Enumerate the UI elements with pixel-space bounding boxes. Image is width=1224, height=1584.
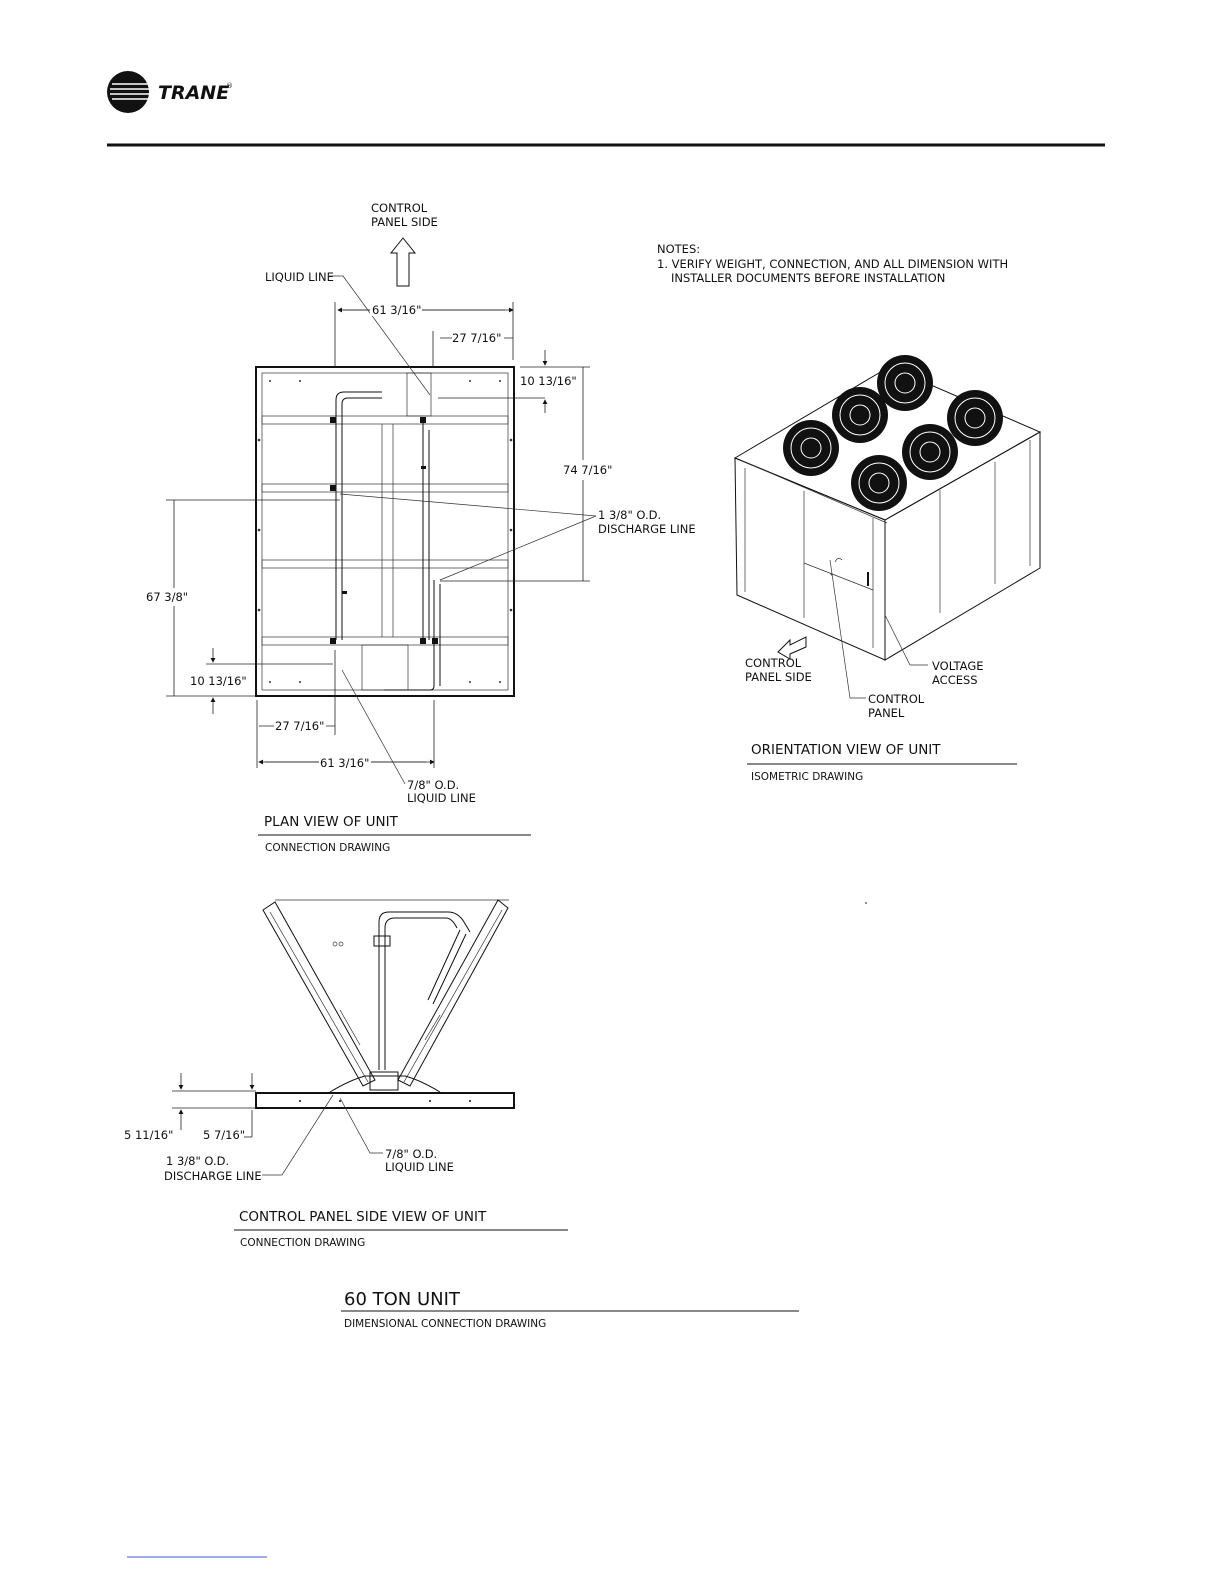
plan-dim-bottom-27: 27 7/16"	[275, 719, 324, 733]
plan-liquid-od-label-2: LIQUID LINE	[407, 791, 476, 805]
trane-logo: TRANE ®	[107, 71, 233, 113]
iso-voltage-label-2: ACCESS	[932, 673, 978, 687]
main-subtitle: DIMENSIONAL CONNECTION DRAWING	[344, 1318, 546, 1330]
up-arrow-icon	[389, 237, 417, 287]
iso-voltage-label-1: VOLTAGE	[932, 659, 984, 673]
plan-view-subtitle: CONNECTION DRAWING	[265, 842, 390, 854]
brand-mark: ®	[226, 82, 233, 90]
brand-name: TRANE	[158, 82, 229, 104]
iso-control-panel-label-1: CONTROL	[868, 692, 925, 706]
plan-dim-right-74: 74 7/16"	[563, 463, 612, 477]
iso-control-side-label-2: PANEL SIDE	[745, 670, 812, 684]
plan-dim-left-10: 10 13/16"	[190, 674, 247, 688]
iso-control-side-label-1: CONTROL	[745, 656, 802, 670]
side-dim-5-7: 5 7/16"	[203, 1128, 245, 1142]
plan-dim-top-27: 27 7/16"	[452, 331, 501, 345]
plan-dim-right-10: 10 13/16"	[520, 374, 577, 388]
notes-heading: NOTES:	[657, 242, 700, 256]
fan-icon-group	[783, 355, 1003, 511]
iso-view-subtitle: ISOMETRIC DRAWING	[751, 771, 863, 783]
notes-line-2: INSTALLER DOCUMENTS BEFORE INSTALLATION	[671, 271, 945, 285]
main-title-block: 60 TON UNIT DIMENSIONAL CONNECTION DRAWI…	[341, 1289, 799, 1330]
side-discharge-label-1: 1 3/8" O.D.	[166, 1154, 229, 1168]
plan-view-title: PLAN VIEW OF UNIT	[264, 814, 399, 830]
side-view-title: CONTROL PANEL SIDE VIEW OF UNIT	[239, 1209, 487, 1225]
side-view-subtitle: CONNECTION DRAWING	[240, 1237, 365, 1249]
orientation-arrow-icon	[777, 636, 807, 660]
side-discharge-label-2: DISCHARGE LINE	[164, 1169, 262, 1183]
plan-dim-bottom-61: 61 3/16"	[320, 756, 369, 770]
isometric-view: CONTROL PANEL SIDE VOLTAGE ACCESS CONTRO…	[733, 355, 1042, 783]
plan-liquid-od-label-1: 7/8" O.D.	[407, 778, 459, 792]
side-liquid-label-2: LIQUID LINE	[385, 1160, 454, 1174]
side-view: 5 11/16" 5 7/16" 1 3/8" O.D. DISCHARGE L…	[124, 899, 568, 1249]
iso-view-title: ORIENTATION VIEW OF UNIT	[751, 742, 941, 758]
plan-dim-left-67: 67 3/8"	[146, 590, 188, 604]
notes-line-1: 1. VERIFY WEIGHT, CONNECTION, AND ALL DI…	[657, 257, 1008, 271]
plan-discharge-label-1: 1 3/8" O.D.	[598, 508, 661, 522]
plan-control-side-label-1: CONTROL	[371, 201, 428, 215]
plan-view: CONTROL PANEL SIDE	[146, 201, 696, 854]
plan-dim-top-61: 61 3/16"	[372, 303, 421, 317]
side-dim-5-11: 5 11/16"	[124, 1128, 173, 1142]
plan-discharge-label-2: DISCHARGE LINE	[598, 522, 696, 536]
plan-liquid-line-label: LIQUID LINE	[265, 270, 334, 284]
plan-control-side-label-2: PANEL SIDE	[371, 215, 438, 229]
main-title: 60 TON UNIT	[344, 1289, 461, 1310]
side-liquid-label-1: 7/8" O.D.	[385, 1147, 437, 1161]
iso-control-panel-label-2: PANEL	[868, 706, 905, 720]
notes-block: NOTES: 1. VERIFY WEIGHT, CONNECTION, AND…	[657, 242, 1008, 285]
